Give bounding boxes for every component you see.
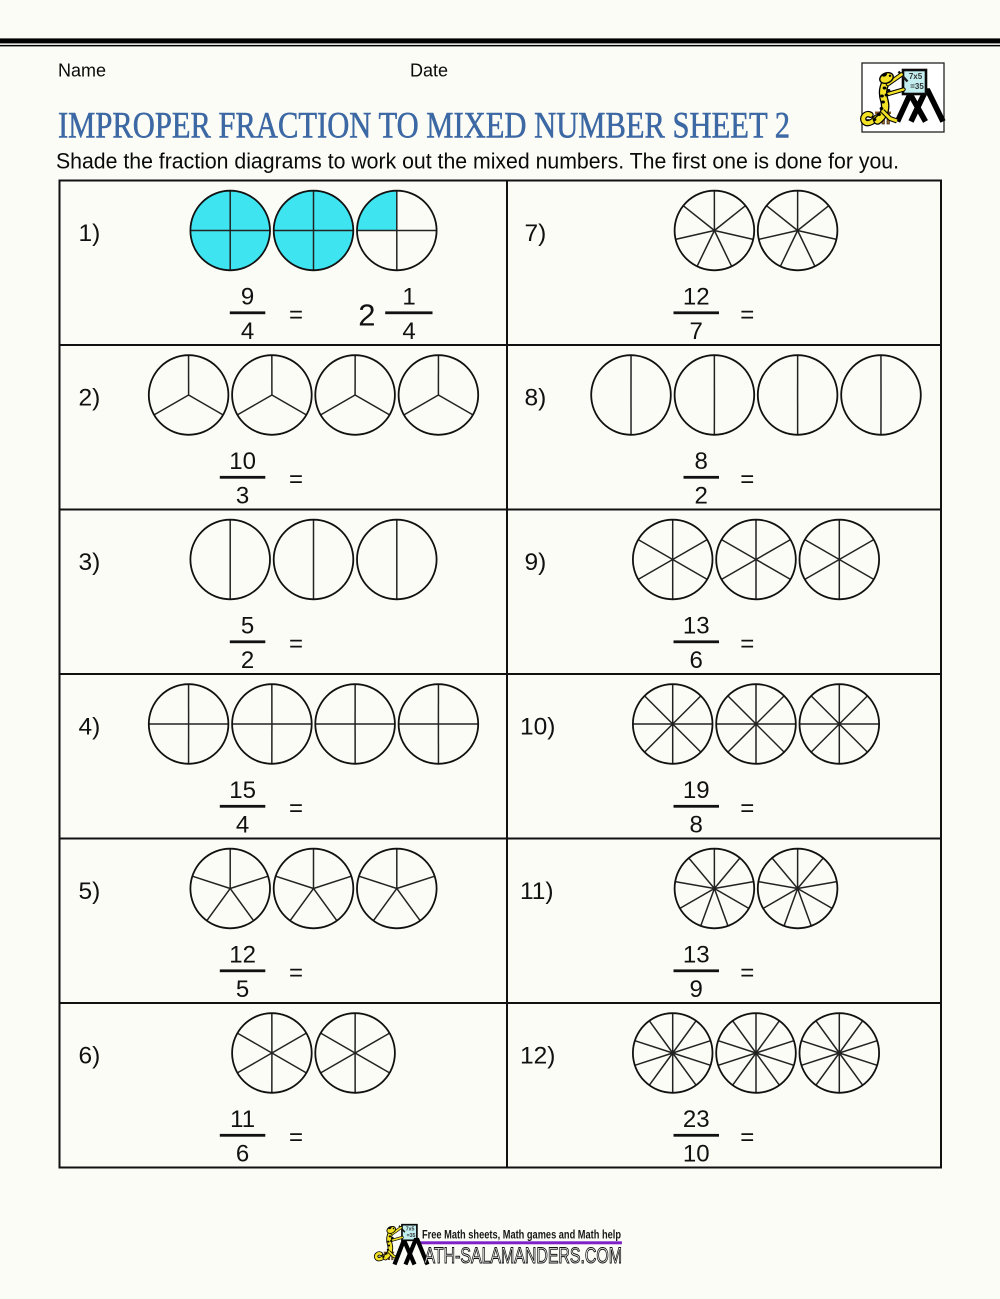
svg-text:11: 11 [230, 1106, 255, 1133]
svg-text:4: 4 [241, 318, 254, 345]
svg-text:4: 4 [236, 811, 249, 838]
svg-text:3): 3) [79, 549, 101, 576]
svg-text:=: = [289, 959, 303, 986]
svg-text:7x5: 7x5 [909, 72, 923, 81]
svg-text:8: 8 [690, 811, 703, 838]
svg-text:6: 6 [690, 647, 703, 674]
svg-text:13: 13 [683, 613, 710, 640]
svg-text:2: 2 [695, 482, 708, 509]
svg-text:=: = [740, 959, 754, 986]
svg-text:8: 8 [695, 448, 708, 475]
svg-text:11): 11) [520, 878, 554, 905]
svg-text:2: 2 [241, 647, 254, 674]
svg-text:6): 6) [79, 1042, 101, 1069]
svg-text:2: 2 [358, 298, 375, 333]
svg-text:=: = [740, 301, 754, 328]
svg-text:=: = [289, 795, 303, 822]
svg-text:Name: Name [58, 60, 106, 80]
svg-text:10: 10 [683, 1140, 710, 1167]
svg-text:9: 9 [690, 976, 703, 1003]
svg-text:Date: Date [410, 60, 448, 80]
svg-text:7): 7) [525, 220, 547, 247]
svg-text:15: 15 [229, 777, 256, 804]
svg-text:=: = [289, 630, 303, 657]
svg-text:=: = [289, 466, 303, 493]
svg-text:=: = [740, 630, 754, 657]
svg-text:IMPROPER FRACTION TO MIXED NUM: IMPROPER FRACTION TO MIXED NUMBER SHEET … [58, 106, 790, 147]
svg-text:=: = [740, 466, 754, 493]
svg-text:ATH-SALAMANDERS.COM: ATH-SALAMANDERS.COM [425, 1243, 623, 1268]
svg-text:4: 4 [402, 318, 415, 345]
svg-text:23: 23 [683, 1106, 710, 1133]
svg-text:8): 8) [525, 384, 547, 411]
svg-text:1: 1 [402, 284, 415, 311]
svg-text:9: 9 [241, 284, 254, 311]
svg-text:6: 6 [236, 1140, 249, 1167]
svg-text:5: 5 [236, 976, 249, 1003]
svg-text:5: 5 [241, 613, 254, 640]
svg-text:7: 7 [690, 318, 703, 345]
svg-text:=: = [740, 1124, 754, 1151]
svg-text:1): 1) [79, 220, 101, 247]
svg-text:Shade the fraction diagrams to: Shade the fraction diagrams to work out … [56, 149, 899, 174]
svg-text:10: 10 [229, 448, 256, 475]
svg-text:9): 9) [525, 549, 547, 576]
svg-text:19: 19 [683, 777, 710, 804]
svg-text:5): 5) [79, 878, 101, 905]
svg-text:10): 10) [520, 713, 555, 740]
svg-text:2): 2) [79, 384, 101, 411]
svg-text:12: 12 [683, 284, 710, 311]
svg-text:=: = [289, 301, 303, 328]
svg-text:12): 12) [520, 1042, 555, 1069]
svg-text:4): 4) [79, 713, 101, 740]
svg-text:3: 3 [236, 482, 249, 509]
svg-text:=: = [740, 795, 754, 822]
svg-text:12: 12 [229, 942, 256, 969]
svg-text:=: = [289, 1124, 303, 1151]
svg-text:Free Math sheets, Math games a: Free Math sheets, Math games and Math he… [422, 1228, 621, 1242]
svg-text:=35: =35 [910, 82, 924, 91]
svg-text:13: 13 [683, 942, 710, 969]
